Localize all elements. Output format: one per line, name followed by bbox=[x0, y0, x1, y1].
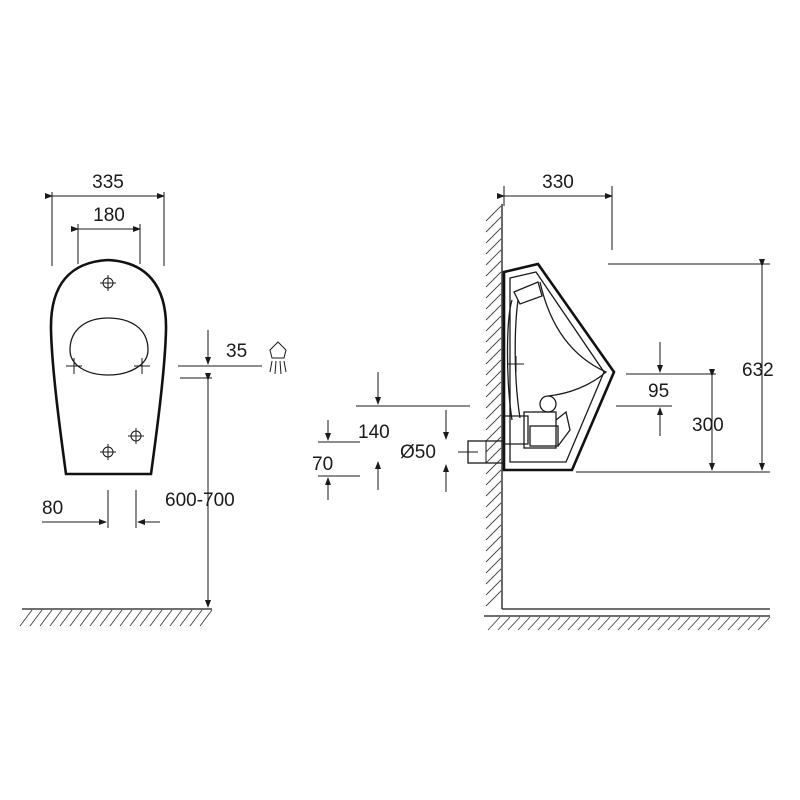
side-view: 330 632 300 95 140 bbox=[312, 172, 774, 631]
dim-180: 180 bbox=[71, 205, 141, 264]
fixing-hole-right bbox=[134, 358, 150, 374]
dim-330: 330 bbox=[497, 172, 613, 250]
wall bbox=[484, 204, 771, 631]
dim-300-label: 300 bbox=[692, 415, 724, 436]
dim-70: 70 bbox=[312, 420, 360, 500]
fixing-hole-bottom-left bbox=[100, 444, 116, 460]
dim-35: 35 bbox=[178, 330, 287, 379]
outlet-pipe bbox=[458, 440, 505, 464]
dim-diameter-50: Ø50 bbox=[400, 410, 449, 492]
dim-95: 95 bbox=[616, 342, 672, 436]
dim-80: 80 bbox=[42, 490, 160, 528]
dim-335-label: 335 bbox=[92, 172, 124, 193]
dim-335: 335 bbox=[45, 172, 165, 266]
bowl-opening bbox=[69, 317, 149, 376]
dim-632: 632 bbox=[576, 259, 774, 473]
dim-70-label: 70 bbox=[312, 454, 333, 475]
dim-diameter-50-label: Ø50 bbox=[400, 442, 436, 463]
fixing-hole-bottom-right bbox=[128, 428, 144, 444]
dim-300: 300 bbox=[626, 369, 724, 471]
fixing-hole-left bbox=[66, 358, 82, 374]
dim-600-700: 600-700 bbox=[165, 373, 235, 608]
dim-330-label: 330 bbox=[542, 172, 574, 193]
dim-95-label: 95 bbox=[648, 381, 669, 402]
front-view: 335 180 35 600-700 bbox=[19, 172, 287, 627]
dim-632-label: 632 bbox=[742, 360, 774, 381]
urinal-side-inner bbox=[509, 271, 605, 463]
dim-140-label: 140 bbox=[358, 422, 390, 443]
fixing-hole-top bbox=[100, 275, 116, 291]
spray-nozzle-icon bbox=[269, 341, 287, 375]
dim-80-label: 80 bbox=[42, 498, 63, 519]
dim-140: 140 bbox=[356, 372, 470, 490]
dim-600-700-label: 600-700 bbox=[165, 490, 235, 511]
siphon-assembly bbox=[504, 281, 571, 449]
fixing-holes bbox=[66, 275, 150, 460]
dim-180-label: 180 bbox=[93, 205, 125, 226]
front-floor bbox=[19, 608, 213, 627]
bowl-curve bbox=[539, 281, 608, 397]
urinal-side-outline bbox=[502, 262, 616, 472]
dim-35-label: 35 bbox=[226, 341, 247, 362]
urinal-front-outline bbox=[49, 258, 168, 476]
